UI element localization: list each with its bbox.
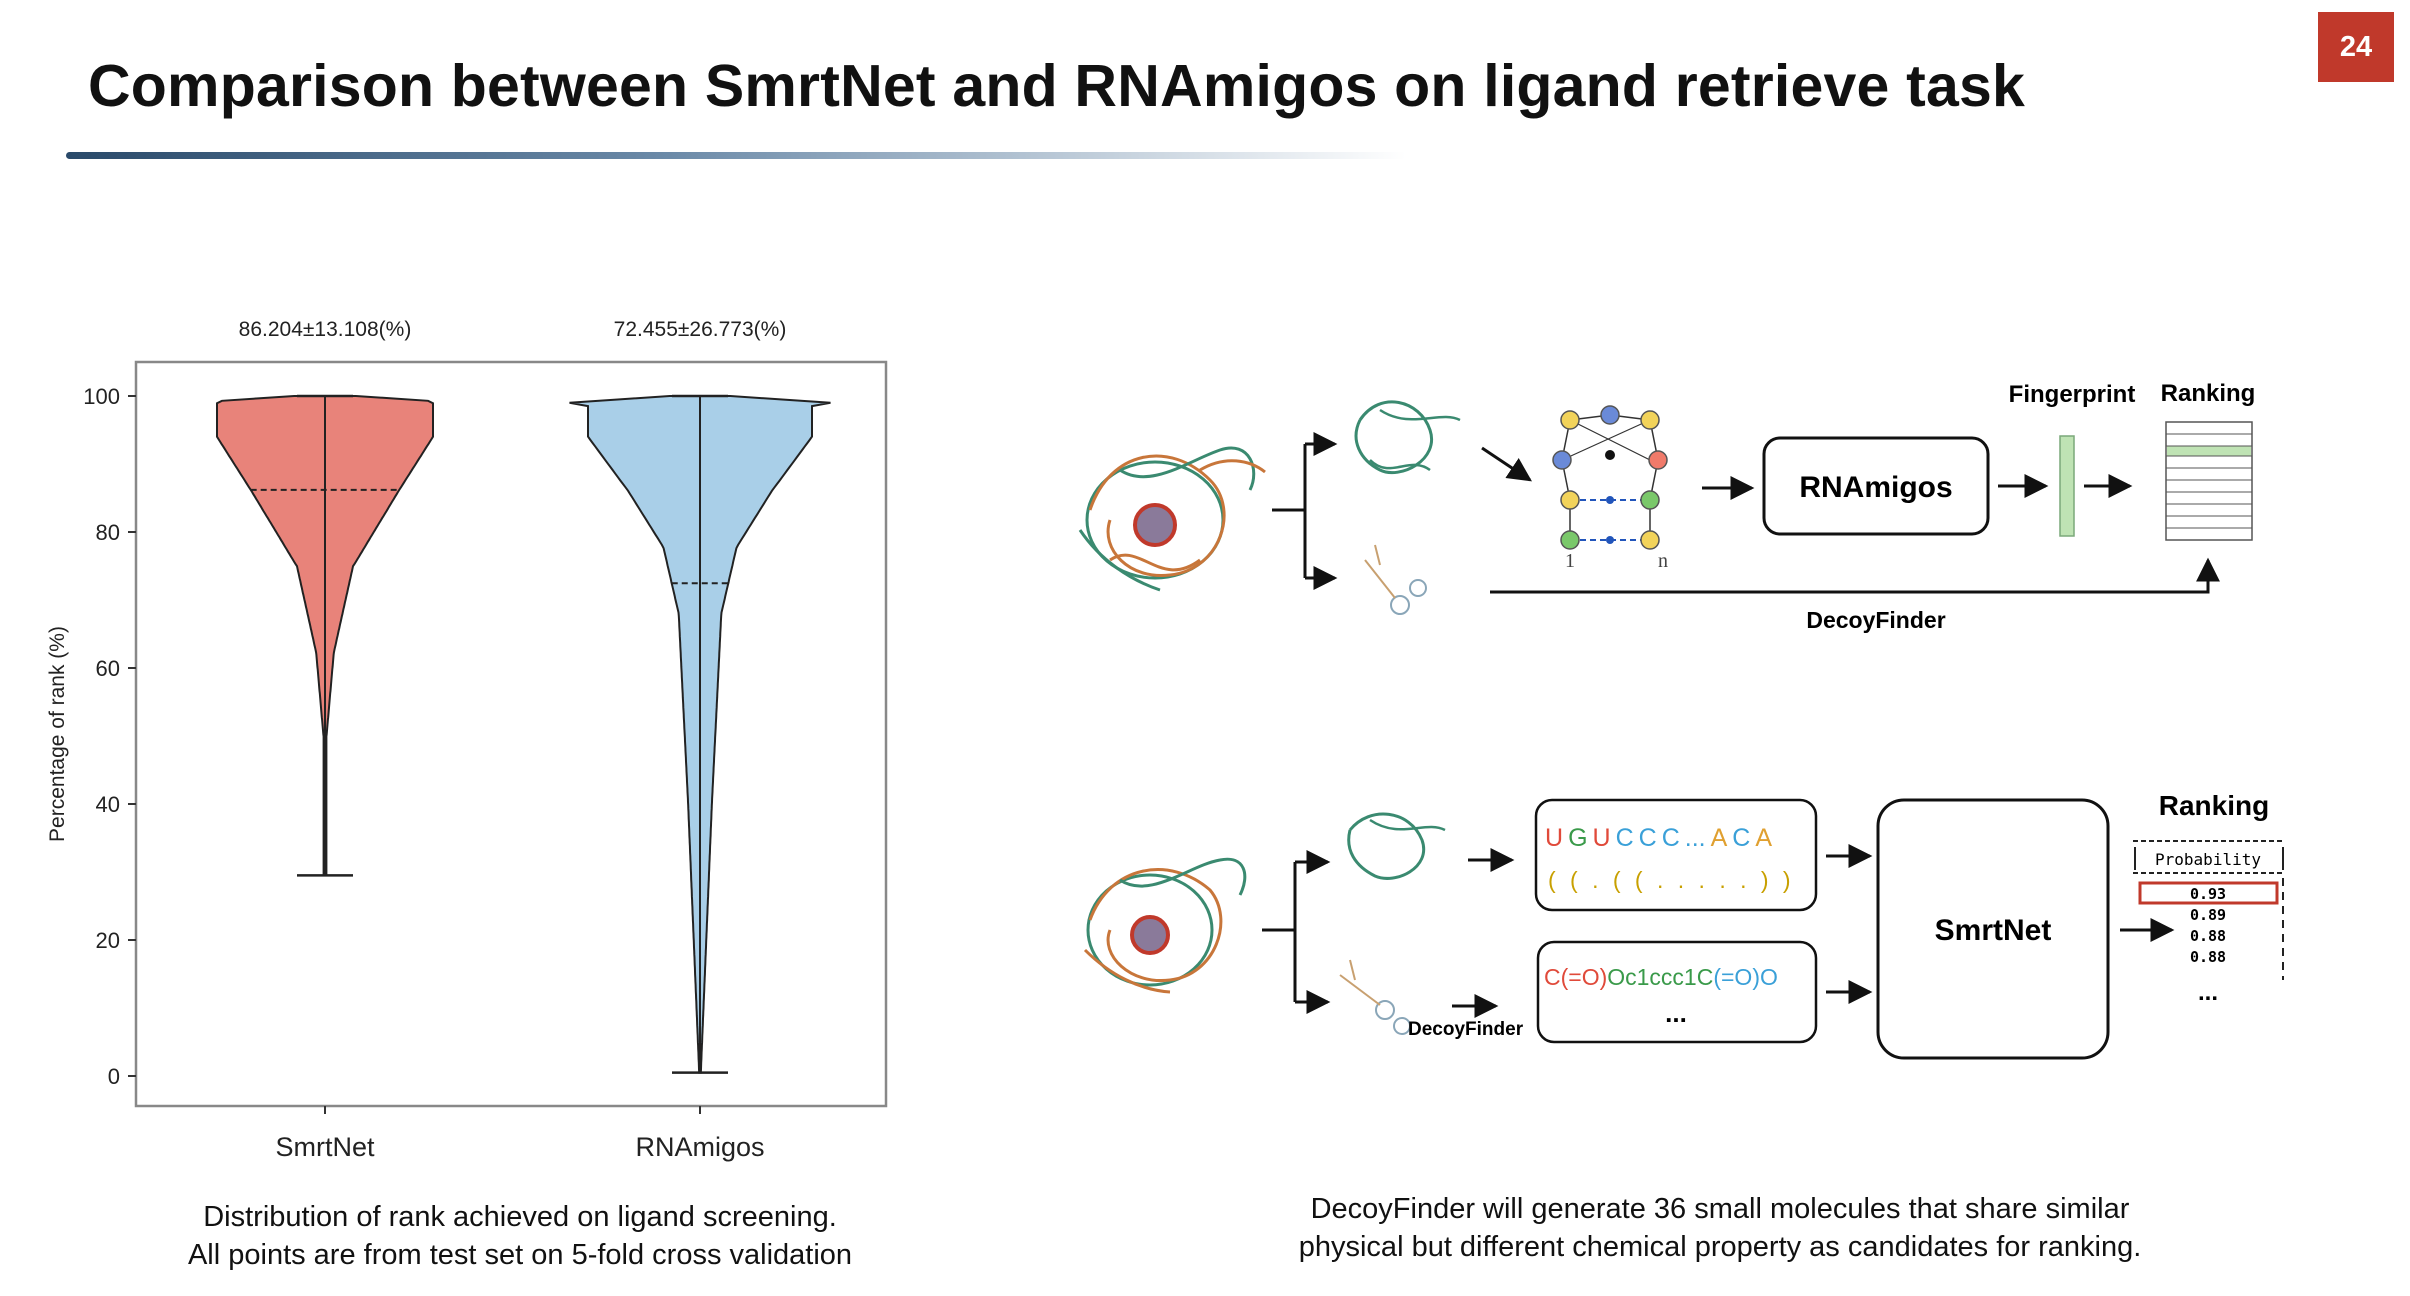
sequence-letter: A xyxy=(1711,824,1728,852)
structure-text: ( ( . ( ( . . . . . ) ) xyxy=(1548,867,1795,893)
decoyfinder-bottom-label: DecoyFinder xyxy=(1408,1019,1524,1040)
sequence-letter: G xyxy=(1568,824,1587,852)
probability-row-4: 0.88 xyxy=(2190,948,2226,966)
chart-caption-line-2: All points are from test set on 5-fold c… xyxy=(187,1239,853,1271)
rnamigos-model-box xyxy=(1762,436,1990,536)
y-tick-label: 20 xyxy=(96,928,120,953)
smiles-box xyxy=(1536,940,1818,1044)
ranking-top-label: Ranking xyxy=(2161,380,2256,407)
probability-more: ... xyxy=(2198,979,2218,1006)
probability-header: Probability xyxy=(2155,850,2261,869)
smrtnet-model-box xyxy=(1876,798,2110,1060)
ligand-top-icon xyxy=(1364,544,1427,615)
graph-node-first-label: 1 xyxy=(1565,550,1575,572)
rna-graph-icon xyxy=(1552,405,1668,550)
x-tick-label: RNAmigos xyxy=(635,1132,764,1162)
rnamigos-model-label: RNAmigos xyxy=(1799,471,1952,504)
y-tick-label: 100 xyxy=(83,384,120,409)
probability-table: Probability 0.93 0.89 0.88 0.88 ... xyxy=(2133,840,2285,1006)
y-tick-label: 80 xyxy=(96,520,120,545)
top-ranked-highlight xyxy=(2138,881,2279,905)
y-tick-label: 0 xyxy=(108,1064,120,1089)
diagram-caption: DecoyFinder will generate 36 small molec… xyxy=(1240,1190,2200,1266)
ranking-bottom-label: Ranking xyxy=(2159,790,2269,821)
sequence-letter: C xyxy=(1616,824,1634,852)
ligand-bottom-icon xyxy=(1339,959,1411,1035)
sequence-letter: C xyxy=(1639,824,1657,852)
sequence-letter: ... xyxy=(1685,824,1706,852)
sequence-letter: U xyxy=(1593,824,1611,852)
probability-row-2: 0.89 xyxy=(2190,906,2226,924)
y-tick-label: 40 xyxy=(96,792,120,817)
violin-stat-label: 86.204±13.108(%) xyxy=(239,318,412,341)
chart-caption-line-1: Distribution of rank achieved on ligand … xyxy=(203,1201,837,1233)
page-number-badge: 24 xyxy=(2318,12,2394,82)
decoyfinder-top-label: DecoyFinder xyxy=(1806,607,1945,633)
y-axis-label: Percentage of rank (%) xyxy=(46,626,69,842)
rna-ligand-complex-bottom-icon xyxy=(1083,857,1247,994)
y-tick-label: 60 xyxy=(96,656,120,681)
title-divider xyxy=(66,152,1406,159)
smrtnet-model-label: SmrtNet xyxy=(1935,914,2052,947)
probability-row-3: 0.88 xyxy=(2190,927,2226,945)
sequence-box xyxy=(1534,798,1818,912)
sequence-letter: U xyxy=(1545,824,1563,852)
sequence-letter: C xyxy=(1662,824,1680,852)
fingerprint-label: Fingerprint xyxy=(2009,381,2136,408)
x-tick-label: SmrtNet xyxy=(275,1132,375,1162)
pipeline-diagram: 1 n RNAmigos Fingerprint Ranking DecoyFi… xyxy=(1078,380,2285,1060)
rna-structure-bottom-icon xyxy=(1347,812,1446,880)
smiles-text: C(=O)Oc1ccc1C(=O)O xyxy=(1544,964,1778,990)
rna-ligand-complex-top-icon xyxy=(1078,446,1266,592)
graph-node-last-label: n xyxy=(1658,550,1668,572)
chart-caption: Distribution of rank achieved on ligand … xyxy=(140,1198,900,1274)
page-title: Comparison between SmrtNet and RNAmigos … xyxy=(88,53,2026,119)
fingerprint-vector-icon xyxy=(2059,435,2075,537)
rna-structure-top-icon xyxy=(1354,400,1461,475)
diagram-caption-line-2: physical but different chemical property… xyxy=(1298,1231,2142,1263)
diagram-caption-line-1: DecoyFinder will generate 36 small molec… xyxy=(1310,1193,2130,1225)
sequence-letter: A xyxy=(1755,824,1772,852)
smiles-more-text: ... xyxy=(1665,998,1687,1028)
sequence-letter: C xyxy=(1732,824,1750,852)
ranking-table-top-icon xyxy=(2165,421,2253,541)
probability-row-1: 0.93 xyxy=(2190,885,2226,903)
violin-stat-label: 72.455±26.773(%) xyxy=(614,318,787,341)
